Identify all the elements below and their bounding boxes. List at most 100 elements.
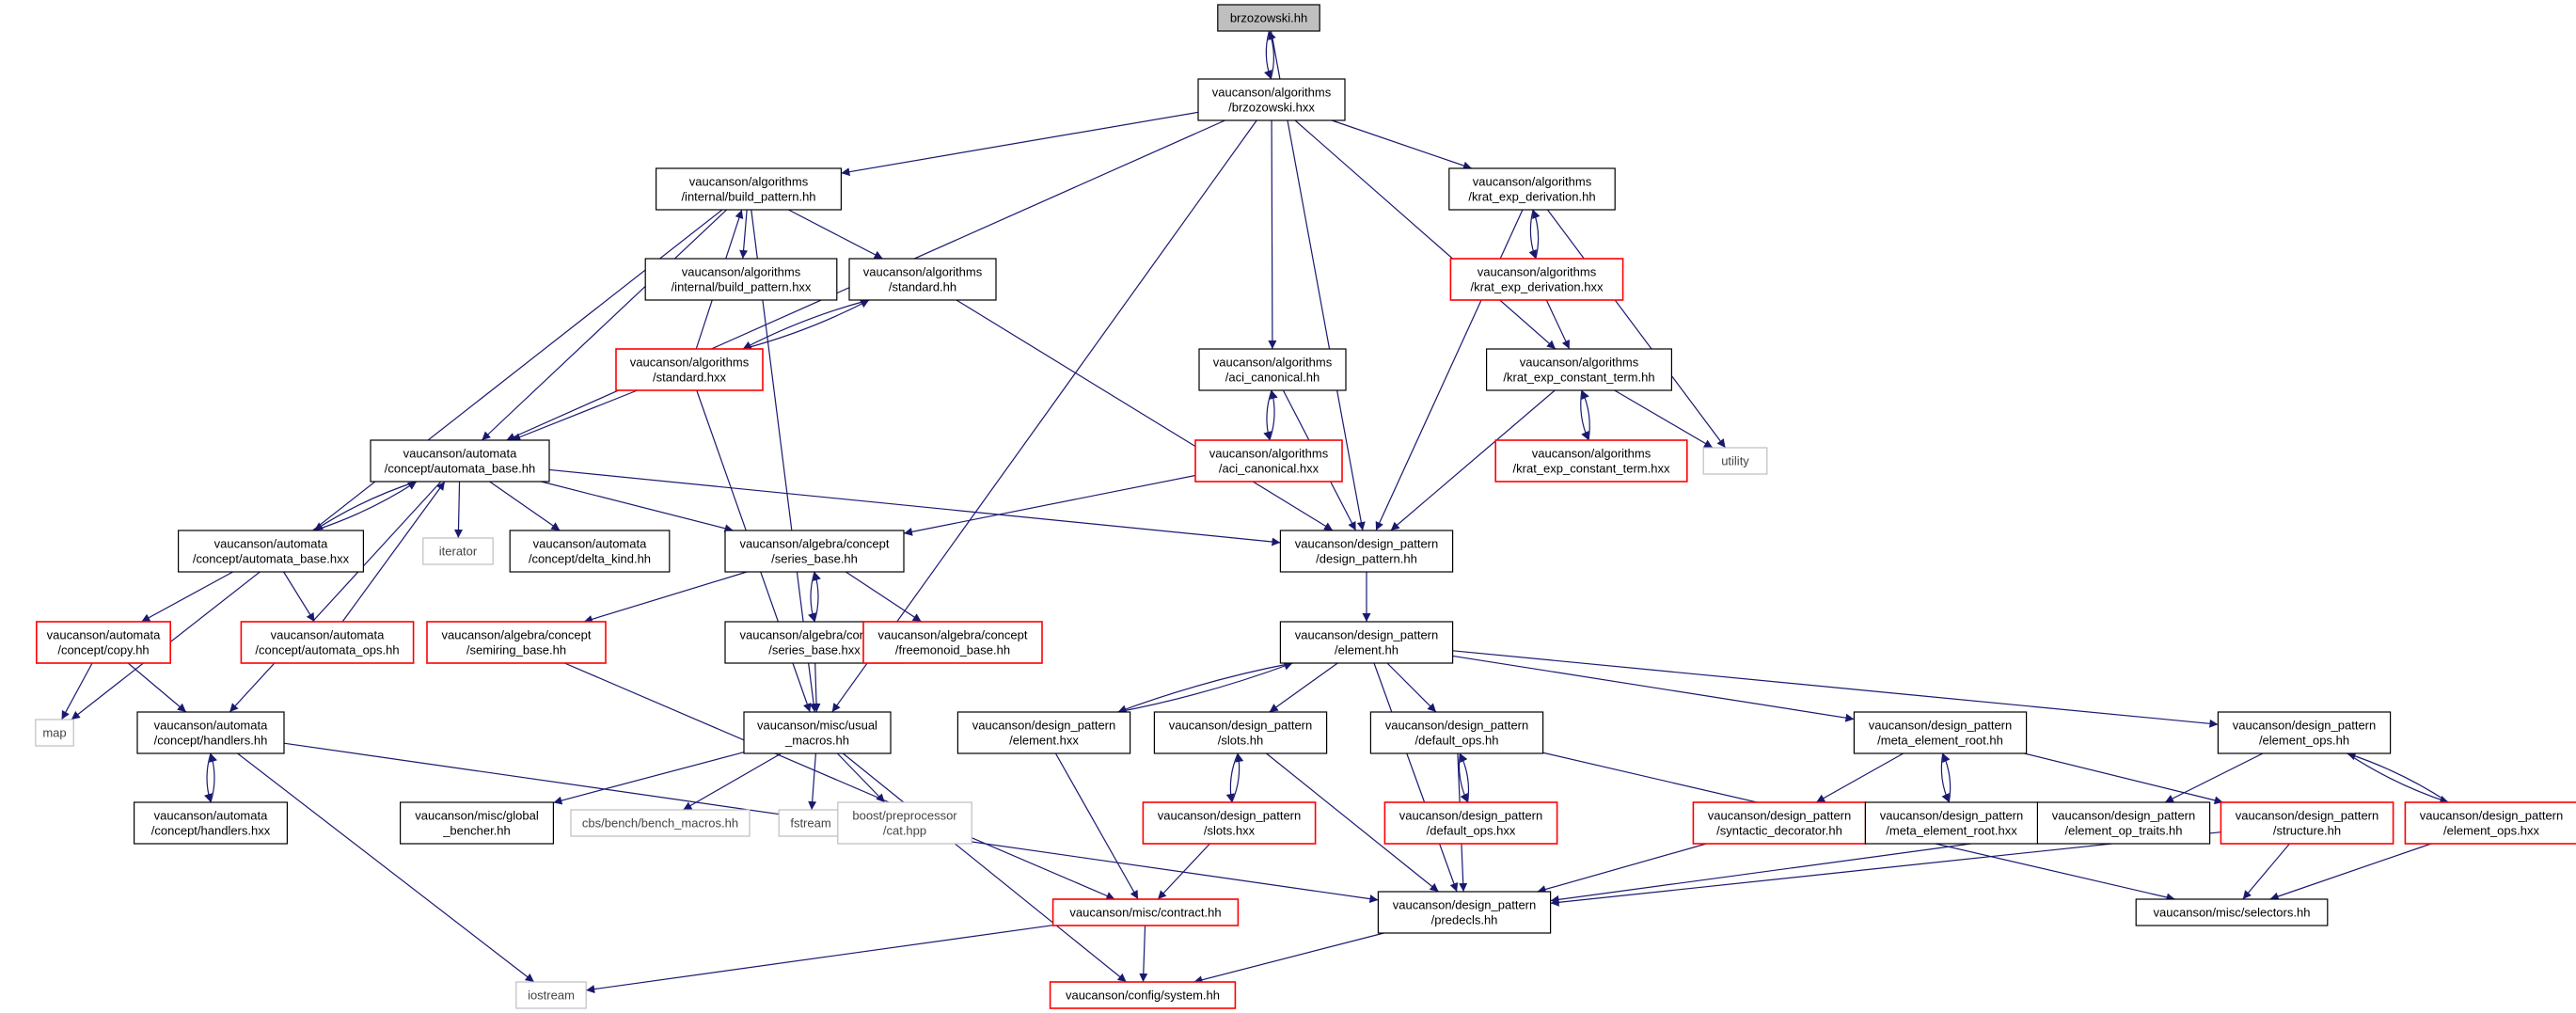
graph-node-n49[interactable]: vaucanson/config/system.hh bbox=[1049, 981, 1237, 1009]
node-box bbox=[1383, 801, 1558, 845]
node-label-line: vaucanson/algorithms bbox=[1532, 446, 1651, 460]
node-box bbox=[1279, 530, 1454, 573]
node-box bbox=[35, 719, 74, 747]
graph-node-n39[interactable]: vaucanson/design_pattern/default_ops.hxx bbox=[1383, 801, 1558, 845]
graph-node-n43[interactable]: vaucanson/design_pattern/structure.hh bbox=[2220, 801, 2394, 845]
node-box bbox=[570, 809, 751, 837]
node-label-line: /meta_element_root.hxx bbox=[1886, 823, 2017, 837]
node-label-line: _macros.hh bbox=[784, 733, 849, 747]
node-box bbox=[1051, 898, 1240, 926]
edge-n32-n42 bbox=[2164, 752, 2264, 803]
graph-node-n19[interactable]: vaucanson/automata/concept/copy.hh bbox=[35, 621, 171, 664]
edge-n1-n10 bbox=[1294, 119, 1557, 350]
node-box bbox=[240, 621, 415, 664]
graph-node-n16[interactable]: vaucanson/automata/concept/automata_base… bbox=[178, 530, 365, 573]
graph-node-n47[interactable]: vaucanson/misc/selectors.hh bbox=[2135, 898, 2329, 926]
node-box bbox=[422, 537, 494, 565]
graph-node-n11[interactable]: vaucanson/algorithms/krat_exp_constant_t… bbox=[1494, 439, 1688, 483]
edge-n8-n7 bbox=[1269, 389, 1278, 441]
graph-node-n30[interactable]: vaucanson/design_pattern/default_ops.hh bbox=[1369, 711, 1544, 754]
edge-n39-n30 bbox=[1459, 752, 1470, 803]
graph-node-n13[interactable]: vaucanson/automata/concept/automata_base… bbox=[370, 439, 550, 483]
node-label-line: vaucanson/algorithms bbox=[1213, 355, 1333, 369]
graph-node-n0[interactable]: brzozowski.hh bbox=[1217, 4, 1320, 32]
node-box bbox=[724, 530, 905, 573]
graph-node-n17[interactable]: vaucanson/algebra/concept/series_base.hh bbox=[724, 530, 905, 573]
node-label-line: vaucanson/algorithms bbox=[689, 174, 809, 188]
graph-node-n23[interactable]: vaucanson/algebra/concept/freemonoid_bas… bbox=[862, 621, 1043, 664]
node-label-line: /element_ops.hxx bbox=[2443, 823, 2539, 837]
graph-node-n12[interactable]: utility bbox=[1702, 447, 1768, 475]
node-label-line: vaucanson/design_pattern bbox=[2052, 808, 2196, 822]
graph-node-n9[interactable]: vaucanson/algorithms/krat_exp_derivation… bbox=[1449, 258, 1624, 301]
node-label-line: /slots.hh bbox=[1218, 733, 1263, 747]
graph-node-n28[interactable]: vaucanson/design_pattern/element.hxx bbox=[956, 711, 1131, 754]
graph-node-n34[interactable]: vaucanson/misc/global_bencher.hh bbox=[400, 801, 555, 845]
graph-node-n8[interactable]: vaucanson/algorithms/aci_canonical.hxx bbox=[1194, 439, 1343, 483]
node-box bbox=[2217, 711, 2392, 754]
graph-node-n40[interactable]: vaucanson/design_pattern/syntactic_decor… bbox=[1692, 801, 1867, 845]
graph-node-n38[interactable]: vaucanson/design_pattern/slots.hxx bbox=[1142, 801, 1317, 845]
graph-node-n5[interactable]: vaucanson/algorithms/standard.hh bbox=[848, 258, 997, 301]
node-label-line: /concept/handlers.hxx bbox=[151, 823, 271, 837]
node-label-line: /krat_exp_derivation.hh bbox=[1468, 189, 1595, 203]
graph-node-n45[interactable]: vaucanson/misc/contract.hh bbox=[1051, 898, 1240, 926]
node-label-line: vaucanson/automata bbox=[214, 536, 328, 550]
graph-node-n33[interactable]: vaucanson/automata/concept/handlers.hxx bbox=[134, 801, 289, 845]
node-label-line: iostream bbox=[528, 988, 575, 1002]
graph-node-n32[interactable]: vaucanson/design_pattern/element_ops.hh bbox=[2217, 711, 2392, 754]
node-label-line: vaucanson/algorithms bbox=[1212, 85, 1332, 99]
graph-node-n2[interactable]: vaucanson/algorithms/internal/build_patt… bbox=[655, 167, 842, 211]
node-label-line: vaucanson/algorithms bbox=[1473, 174, 1592, 188]
edge-n30-n39 bbox=[1458, 752, 1469, 803]
node-label-line: vaucanson/design_pattern bbox=[2233, 718, 2377, 732]
graph-node-n21[interactable]: vaucanson/algebra/concept/semiring_base.… bbox=[426, 621, 607, 664]
graph-node-n7[interactable]: vaucanson/algorithms/aci_canonical.hh bbox=[1198, 348, 1347, 391]
graph-node-n1[interactable]: vaucanson/algorithms/brzozowski.hxx bbox=[1197, 78, 1346, 121]
graph-node-n26[interactable]: vaucanson/automata/concept/handlers.hh bbox=[136, 711, 285, 754]
graph-node-n41[interactable]: vaucanson/design_pattern/meta_element_ro… bbox=[1864, 801, 2039, 845]
node-box bbox=[837, 801, 972, 845]
node-box bbox=[1142, 801, 1317, 845]
node-label-line: boost/preprocessor bbox=[852, 808, 957, 822]
graph-node-n24[interactable]: vaucanson/design_pattern/element.hh bbox=[1279, 621, 1454, 664]
graph-node-n42[interactable]: vaucanson/design_pattern/element_op_trai… bbox=[2036, 801, 2211, 845]
edge-n21-n45 bbox=[564, 662, 1115, 900]
graph-node-n46[interactable]: vaucanson/design_pattern/predecls.hh bbox=[1377, 891, 1552, 934]
graph-node-n31[interactable]: vaucanson/design_pattern/meta_element_ro… bbox=[1853, 711, 2028, 754]
node-box bbox=[134, 801, 289, 845]
graph-node-n20[interactable]: vaucanson/automata/concept/automata_ops.… bbox=[240, 621, 415, 664]
node-label-line: /cat.hpp bbox=[883, 823, 926, 837]
graph-node-n4[interactable]: vaucanson/algorithms/internal/build_patt… bbox=[644, 258, 838, 301]
node-label-line: vaucanson/automata bbox=[403, 446, 517, 460]
node-box bbox=[1194, 439, 1343, 483]
graph-node-n29[interactable]: vaucanson/design_pattern/slots.hh bbox=[1153, 711, 1328, 754]
nodes-layer: brzozowski.hh vaucanson/algorithms/brzozo… bbox=[35, 4, 2576, 1009]
graph-node-n35[interactable]: cbs/bench/bench_macros.hh bbox=[570, 809, 751, 837]
graph-node-n3[interactable]: vaucanson/algorithms/krat_exp_derivation… bbox=[1448, 167, 1616, 211]
node-label-line: /element_ops.hh bbox=[2259, 733, 2349, 747]
graph-node-n27[interactable]: vaucanson/misc/usual_macros.hh bbox=[743, 711, 892, 754]
edge-n33-n26 bbox=[209, 752, 217, 803]
graph-node-n36[interactable]: fstream bbox=[778, 809, 844, 837]
node-label-line: _bencher.hh bbox=[442, 823, 511, 837]
edge-n24-n29 bbox=[1269, 662, 1338, 713]
node-label-line: /concept/automata_base.hh bbox=[385, 461, 535, 475]
graph-node-n15[interactable]: vaucanson/automata/concept/delta_kind.hh bbox=[509, 530, 671, 573]
graph-node-n48[interactable]: iostream bbox=[515, 981, 587, 1009]
graph-node-n14[interactable]: iterator bbox=[422, 537, 494, 565]
node-label-line: /structure.hh bbox=[2273, 823, 2341, 837]
graph-node-n25[interactable]: map bbox=[35, 719, 74, 747]
node-box bbox=[1485, 348, 1672, 391]
graph-node-n18[interactable]: vaucanson/design_pattern/design_pattern.… bbox=[1279, 530, 1454, 573]
edge-n20-n13 bbox=[341, 481, 446, 623]
graph-node-n37[interactable]: boost/preprocessor/cat.hpp bbox=[837, 801, 972, 845]
graph-node-n6[interactable]: vaucanson/algorithms/standard.hxx bbox=[615, 348, 764, 391]
graph-node-n44[interactable]: vaucanson/design_pattern/element_ops.hxx bbox=[2404, 801, 2576, 845]
node-label-line: vaucanson/algorithms bbox=[630, 355, 750, 369]
node-label-line: /krat_exp_constant_term.hxx bbox=[1513, 461, 1670, 475]
edge-n26-n33 bbox=[204, 752, 213, 803]
node-label-line: vaucanson/algebra/concept bbox=[739, 627, 889, 641]
edge-n46-n49 bbox=[1193, 932, 1384, 985]
graph-node-n10[interactable]: vaucanson/algorithms/krat_exp_constant_t… bbox=[1485, 348, 1672, 391]
